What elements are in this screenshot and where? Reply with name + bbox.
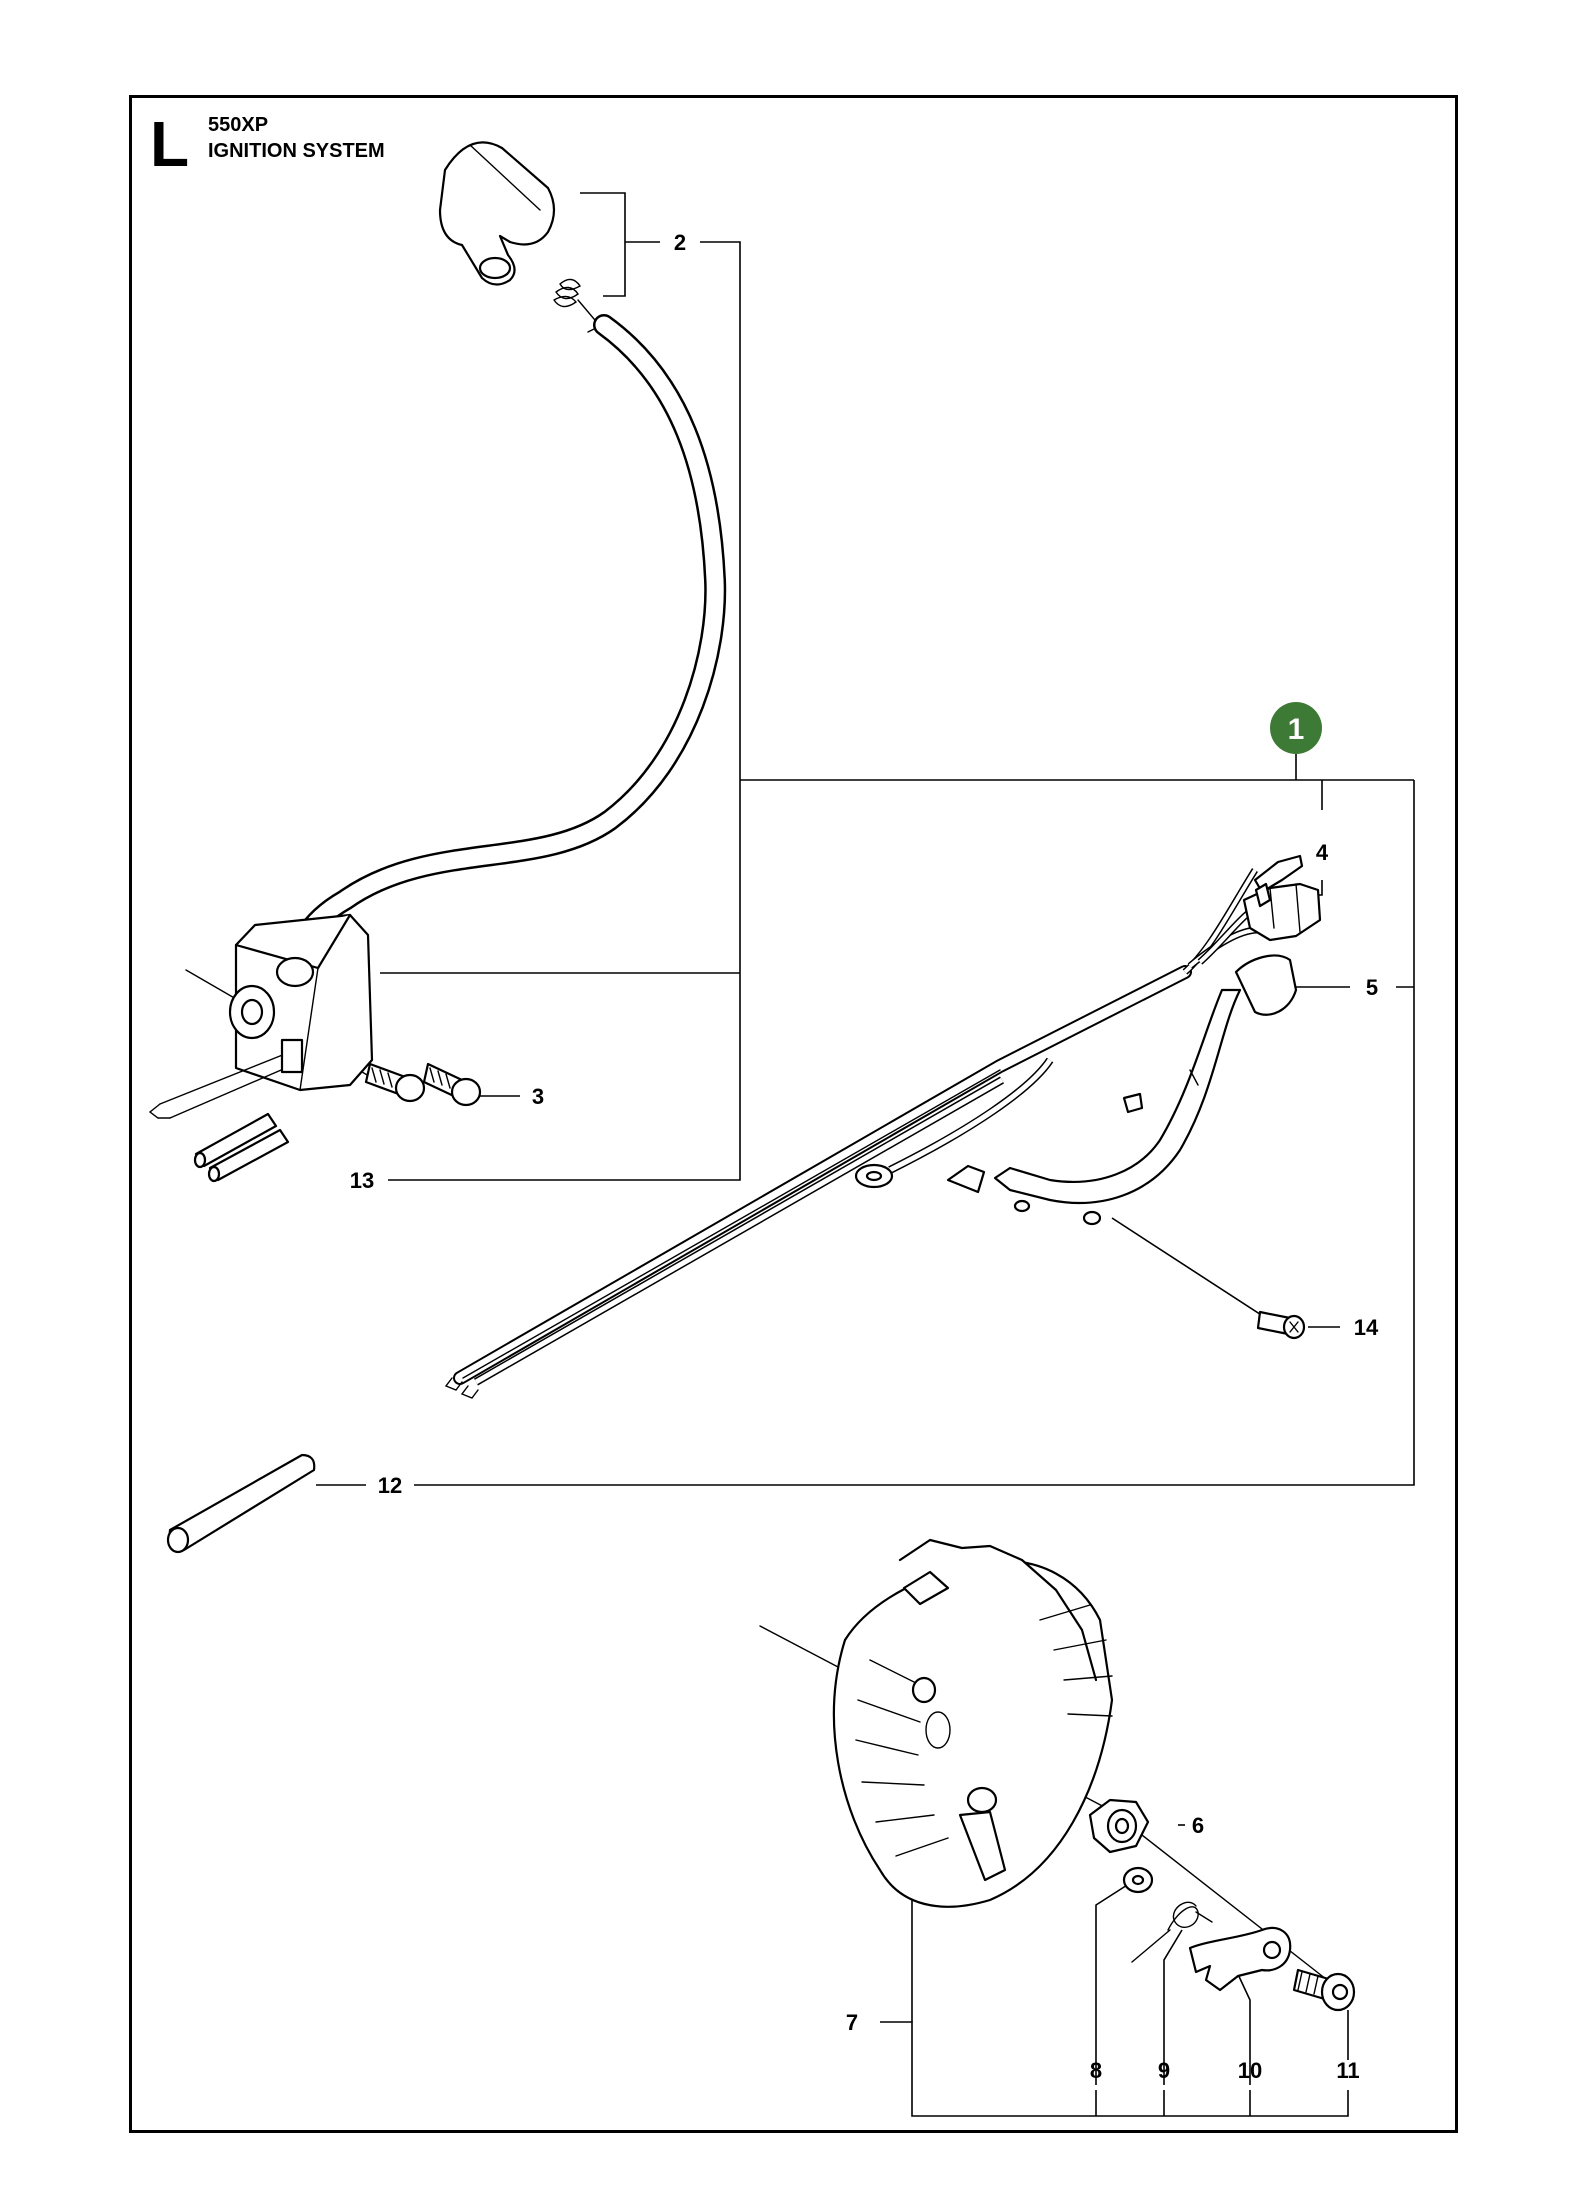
callout-9: 9 [1158,2058,1170,2083]
callout-labels: 2 3 4 5 6 7 8 9 10 11 12 13 14 [350,230,1379,2083]
callout-13: 13 [350,1168,374,1193]
callout-6: 6 [1192,1813,1204,1838]
pawl-spring [1131,1901,1213,1963]
section-letter: L [150,108,190,180]
callout-5: 5 [1366,975,1378,1000]
callout-7: 7 [846,2010,858,2035]
callout-4: 4 [1316,840,1329,865]
assembly-badge: 1 [1270,702,1322,754]
diagram-frame [129,95,1458,2133]
assembly-badge-label: 1 [1288,713,1305,746]
terminal-sleeves [193,1112,290,1183]
callout-14: 14 [1354,1315,1379,1340]
flywheel [832,1538,1114,1908]
model-name: 550XP [208,114,269,136]
callout-3: 3 [532,1084,544,1109]
module-screws [364,1062,482,1107]
callout-12: 12 [378,1473,402,1498]
spark-plug-cap [438,141,556,286]
section-title: IGNITION SYSTEM [208,140,385,162]
pawl-screw [1292,1968,1356,2012]
callout-2: 2 [674,230,686,255]
flywheel-nut [1088,1798,1150,1854]
guide-pin [166,1453,316,1554]
wiring-harness [444,854,1322,1399]
callout-11: 11 [1336,2058,1359,2083]
ht-lead [286,314,727,991]
starter-pawl [1188,1926,1292,1992]
callout-10: 10 [1238,2058,1262,2083]
leader-lines [185,192,1415,2117]
ignition-module [148,913,374,1119]
washer [1122,1866,1154,1894]
callout-8: 8 [1090,2058,1102,2083]
bracket-screw [1256,1310,1306,1340]
